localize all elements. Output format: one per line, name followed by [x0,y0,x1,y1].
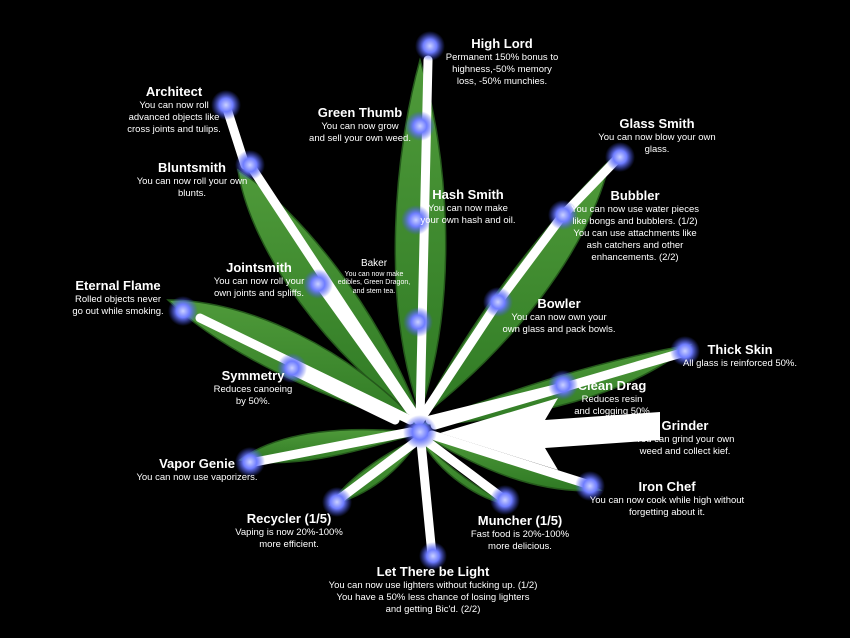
skill-description: You can grind your own weed and collect … [635,434,735,458]
skill-description: You can now roll your own joints and spl… [213,276,305,300]
skill-description: Fast food is 20%-100% more delicious. [470,529,570,553]
path-root-stem [415,427,437,560]
path-iron-chef [427,430,595,490]
label-recycler: Recycler (1/5) Vaping is now 20%-100% mo… [224,511,354,551]
node-green-thumb[interactable] [405,111,435,141]
skill-title: Bluntsmith [158,160,226,175]
skill-title: Hash Smith [432,187,504,202]
node-baker[interactable] [403,307,433,337]
node-bubbler[interactable] [548,200,578,230]
skill-description: Vaping is now 20%-100% more efficient. [235,527,343,551]
node-symmetry[interactable] [277,353,307,383]
skill-description: You can now grow and sell your own weed. [309,121,411,145]
label-muncher: Muncher (1/5) Fast food is 20%-100% more… [456,513,584,553]
node-bowler[interactable] [483,287,513,317]
skill-title: Jointsmith [226,260,292,275]
path-symmetry [287,365,400,425]
skill-description: You can now own your own glass and pack … [502,312,616,336]
label-jointsmith: Jointsmith You can now roll your own joi… [198,260,320,300]
label-thick-skin: Thick Skin All glass is reinforced 50%. [672,342,808,370]
node-vapor-genie[interactable] [235,447,265,477]
skill-title: High Lord [471,36,533,51]
label-bowler: Bowler You can now own your own glass an… [490,296,628,336]
node-high-lord[interactable] [415,31,445,61]
skill-title: Symmetry [221,368,285,383]
node-glass-smith[interactable] [605,142,635,172]
label-eternal-flame: Eternal Flame Rolled objects never go ou… [56,278,180,318]
node-iron-chef[interactable] [575,471,605,501]
skill-title: Bowler [537,296,581,311]
skill-title: Baker [360,258,388,269]
skill-description: Reduces canoeing by 50%. [213,384,293,408]
label-green-thumb: Green Thumb You can now grow and sell yo… [296,105,424,145]
skill-title: Let There be Light [376,564,490,579]
node-clean-drag[interactable] [548,370,578,400]
label-iron-chef: Iron Chef You can now cook while high wi… [574,479,760,519]
label-bubbler: Bubbler You can now use water pieces lik… [568,188,702,264]
skill-description: Rolled objects never go out while smokin… [72,294,164,318]
label-let-there-be-light: Let There be Light You can now use light… [296,564,570,616]
skill-description: You can now roll advanced objects like c… [127,100,221,135]
label-glass-smith: Glass Smith You can now blow your own gl… [585,116,729,156]
skill-title: Grinder [661,418,709,433]
skill-description: You can now make your own hash and oil. [420,203,516,227]
node-hash-smith[interactable] [401,205,431,235]
path-clean-drag [425,382,568,425]
grinder-arrow-icon [440,398,660,470]
skill-title: Recycler (1/5) [246,511,332,526]
skill-description: Permanent 150% bonus to highness,-50% me… [445,52,559,87]
skill-title: Muncher (1/5) [477,513,563,528]
label-symmetry: Symmetry Reduces canoeing by 50%. [198,368,308,408]
skill-title: Vapor Genie [159,456,235,471]
label-architect: Architect You can now roll advanced obje… [112,84,236,136]
skill-title: Iron Chef [638,479,696,494]
skill-title: Green Thumb [317,105,403,120]
path-vapor-genie [250,427,415,467]
skill-title: Glass Smith [619,116,695,131]
skill-description: You can now cook while high without forg… [589,495,745,519]
node-muncher[interactable] [490,485,520,515]
node-architect[interactable] [211,90,241,120]
skill-title: Eternal Flame [75,278,161,293]
skill-title: Bubbler [610,188,660,203]
label-clean-drag: Clean Drag Reduces resin and clogging 50… [560,378,664,418]
skill-description: You can now use vaporizers. [136,472,258,484]
node-recycler[interactable] [322,487,352,517]
path-bubbler [493,210,568,307]
path-recycler [333,435,423,505]
skill-description: You can now make edibles, Green Dragon, … [337,270,411,296]
label-grinder: Grinder You can grind your own weed and … [622,418,748,458]
label-baker: Baker You can now make edibles, Green Dr… [336,258,412,297]
node-eternal-flame[interactable] [168,296,198,326]
skill-description: You can now blow your own glass. [598,132,716,156]
skill-title: Clean Drag [577,378,647,393]
node-jointsmith[interactable] [303,269,333,299]
label-vapor-genie: Vapor Genie You can now use vaporizers. [124,456,270,484]
skill-description: All glass is reinforced 50%. [682,358,798,370]
path-bowler [415,297,503,425]
skill-title: Thick Skin [707,342,773,357]
node-thick-skin[interactable] [670,336,700,366]
label-high-lord: High Lord Permanent 150% bonus to highne… [432,36,572,88]
skill-description: You can now use water pieces like bongs … [571,204,699,263]
node-root[interactable] [403,415,437,449]
path-jointsmith [315,280,415,415]
skill-description: You can now use lighters without fucking… [328,580,538,615]
skill-description: Reduces resin and clogging 50% [574,394,650,418]
path-muncher [420,435,510,505]
label-hash-smith: Hash Smith You can now make your own has… [406,187,530,227]
skill-description: You can now roll your own blunts. [136,176,248,200]
skill-nodes [168,31,700,570]
skill-title: Architect [145,84,203,99]
label-bluntsmith: Bluntsmith You can now roll your own blu… [122,160,262,200]
node-bluntsmith[interactable] [235,150,265,180]
node-let-there-be-light[interactable] [419,542,447,570]
